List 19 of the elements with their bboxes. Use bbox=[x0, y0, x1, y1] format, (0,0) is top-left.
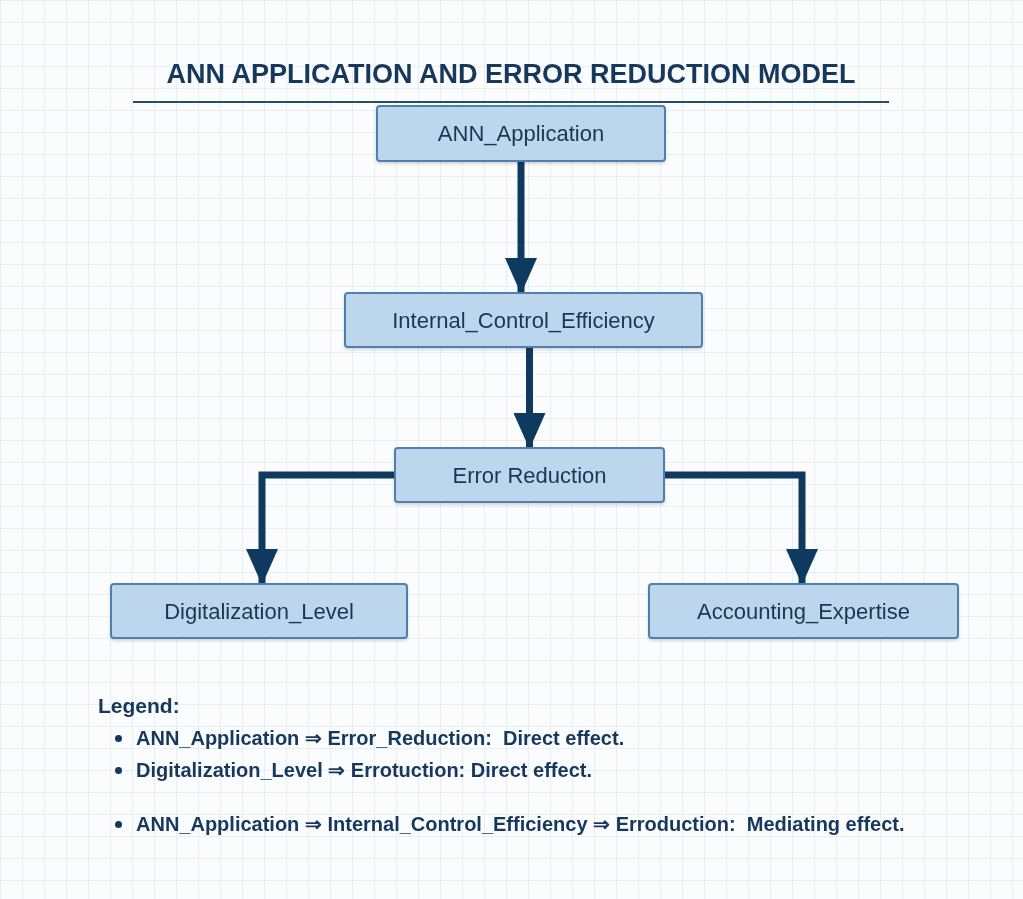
process-box bbox=[110, 583, 408, 639]
arrow bbox=[665, 471, 818, 585]
legend-heading: Legend: bbox=[98, 693, 181, 719]
arrow bbox=[246, 471, 394, 585]
arrow bbox=[513, 348, 546, 449]
box-label: Digitalization_Level bbox=[164, 597, 354, 626]
legend-entry: ANN_Application ⇒ Error_Reduction: Direct effect. bbox=[136, 726, 625, 751]
box-label: Error Reduction bbox=[452, 461, 607, 490]
process-box bbox=[394, 447, 665, 503]
process-box bbox=[376, 105, 666, 162]
box-label: ANN_Application bbox=[437, 120, 605, 148]
legend-entry: ANN_Application ⇒ Internal_Control_Efficiency ⇒ Erroduction: Mediating effect. bbox=[136, 812, 905, 837]
process-box bbox=[648, 583, 959, 639]
box-label: Internal_Control_Efficiency bbox=[392, 306, 655, 335]
arrow bbox=[505, 162, 537, 294]
legend-entry: Digitalization_Level ⇒ Errotuction: Direct effect. bbox=[136, 758, 592, 783]
process-box bbox=[344, 292, 703, 348]
box-label: Accounting_Expertise bbox=[697, 597, 910, 626]
title: ANN APPLICATION AND ERROR REDUCTION MODEL bbox=[165, 58, 857, 91]
